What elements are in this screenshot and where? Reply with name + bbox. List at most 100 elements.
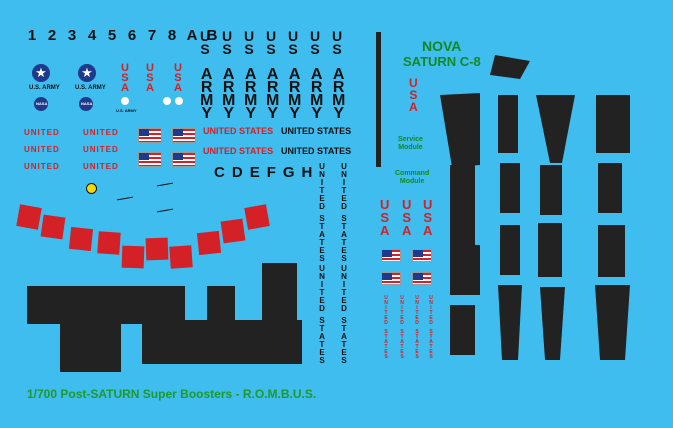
vertical-word: U N I T E D — [429, 295, 433, 326]
panel — [440, 93, 480, 167]
letter: M — [310, 92, 324, 109]
nasa-label: NASA — [36, 101, 48, 106]
letter: U — [402, 197, 412, 212]
small-roundel-icon — [175, 97, 183, 105]
letter-s: S — [266, 41, 276, 57]
letter: H — [301, 164, 320, 181]
checker-square — [121, 245, 145, 269]
strip-text: UNITED — [83, 145, 119, 154]
black-wrap-decal — [60, 320, 121, 372]
letter-s: S — [200, 41, 210, 57]
letter: R — [266, 79, 279, 96]
letter: A — [244, 66, 257, 83]
letter: R — [222, 79, 235, 96]
decal-number: 5 — [107, 27, 117, 44]
us-flag-icon — [172, 152, 196, 167]
strip-text: UNITED — [24, 145, 60, 154]
letter: S — [402, 210, 412, 225]
label-line: Module — [398, 144, 423, 151]
letter: M — [200, 92, 214, 109]
checker-square — [169, 245, 193, 269]
letter-s: S — [310, 41, 320, 57]
letter: A — [288, 66, 301, 83]
us-army-roundel-icon — [78, 64, 96, 82]
booster-panels — [440, 55, 630, 360]
label-line: Command — [395, 170, 430, 177]
panel — [596, 95, 630, 153]
vertical-word: S T A T E S — [415, 329, 419, 360]
letter: S — [174, 72, 182, 84]
vertical-word: S T A T E S — [429, 329, 433, 360]
panel — [498, 95, 518, 153]
us-flag-icon — [172, 128, 196, 143]
vertical-word: U N I T E D — [384, 295, 388, 326]
united-states-black-label: UNITED STATES — [281, 126, 352, 136]
letter: R — [244, 79, 257, 96]
panel — [538, 223, 562, 277]
panel — [540, 165, 562, 215]
us-flag-icon — [412, 272, 432, 285]
united-states-black-label: UNITED STATES — [281, 146, 352, 156]
sheet-title: 1/700 Post-SATURN Super Boosters - R.O.M… — [27, 387, 317, 401]
letter: M — [244, 92, 258, 109]
decal-number: 4 — [87, 27, 97, 44]
decal-number: 8 — [167, 27, 177, 44]
decal-number: 6 — [127, 27, 137, 44]
vertical-word: S T A T E S — [341, 214, 347, 263]
us-army-label: U.S. ARMY — [116, 108, 137, 113]
strip-text: UNITED — [83, 162, 119, 171]
us-flag-icon — [412, 249, 432, 262]
letter: C — [214, 164, 232, 181]
us-army-label: U.S. ARMY — [29, 85, 60, 91]
united-states-red-strip: UNITED UNITED UNITED — [83, 124, 123, 175]
panel — [498, 285, 522, 360]
united-states-red-label: UNITED STATES — [203, 146, 274, 156]
letter: A — [423, 223, 433, 238]
panel — [450, 245, 480, 295]
checker-square — [97, 231, 121, 255]
panel — [598, 225, 625, 277]
letter: U — [174, 62, 182, 74]
checker-square — [220, 218, 246, 244]
letter: Y — [267, 105, 278, 122]
decal-number: B — [206, 27, 218, 44]
letter: A — [200, 66, 213, 83]
decal-number: 1 — [27, 27, 37, 44]
letter: A — [332, 66, 345, 83]
letter: S — [121, 72, 129, 84]
letter: A — [266, 66, 279, 83]
letter-row: CDEFGH — [214, 164, 319, 181]
vertical-word: U N I T E D — [400, 295, 404, 326]
decal-number: 7 — [147, 27, 157, 44]
letter: U — [380, 197, 390, 212]
letter: S — [423, 210, 433, 225]
letter: A — [146, 82, 154, 94]
letter: A — [380, 223, 390, 238]
letter: Y — [289, 105, 300, 122]
sketch-icon — [157, 208, 173, 213]
letter: R — [310, 79, 323, 96]
decal-number: 3 — [67, 27, 77, 44]
strip-text: UNITED — [24, 162, 60, 171]
letter: A — [121, 82, 129, 94]
letter: F — [266, 164, 283, 181]
letter-u: U — [332, 28, 343, 44]
letter: M — [288, 92, 302, 109]
letter: R — [200, 79, 213, 96]
checker-square — [16, 204, 42, 230]
panel — [595, 285, 630, 360]
letter: M — [222, 92, 236, 109]
saturn-title: SATURN C-8 — [403, 54, 481, 69]
black-wrap-decal — [27, 286, 185, 324]
